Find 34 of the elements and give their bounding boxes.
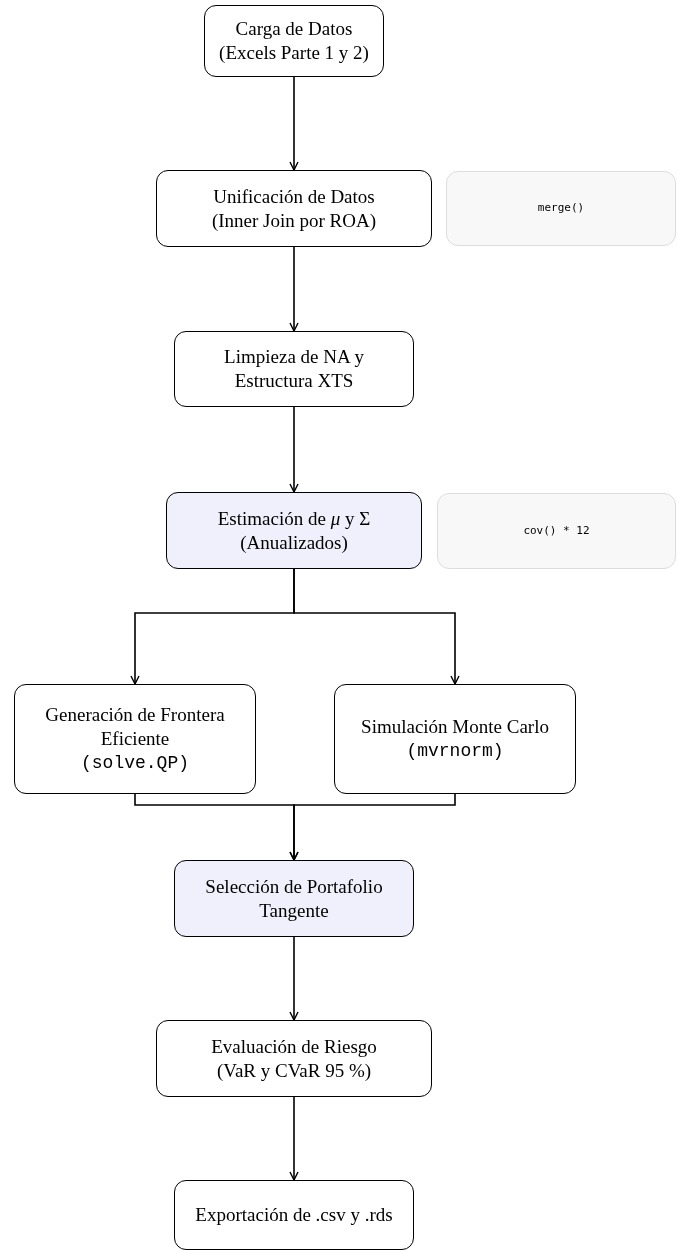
arrow bbox=[289, 246, 299, 332]
arrow bbox=[289, 936, 299, 1021]
process-box bbox=[334, 684, 576, 794]
process-box bbox=[174, 331, 414, 407]
box-text: Carga de Datos bbox=[235, 17, 353, 41]
box-text: (VaR y CVaR 95 %) bbox=[216, 1058, 372, 1083]
box-text: (Inner Join por ROA) bbox=[211, 208, 377, 233]
box-text: cov() * 12 bbox=[523, 522, 590, 539]
arrow bbox=[293, 568, 460, 685]
box-text: Unificación de Datos bbox=[213, 184, 375, 209]
box-text: (mvrnorm) bbox=[406, 740, 504, 763]
box-text: (solve.QP) bbox=[81, 752, 189, 775]
box-text: Simulación Monte Carlo bbox=[361, 715, 549, 739]
box-text: Selección de Portafolio Tangente bbox=[204, 874, 384, 923]
process-box bbox=[156, 170, 432, 247]
process-box bbox=[204, 5, 384, 77]
arrow bbox=[289, 76, 299, 171]
process-box bbox=[14, 684, 256, 794]
code-note-box bbox=[437, 493, 676, 569]
process-box bbox=[156, 1020, 432, 1097]
box-text: Limpieza de NA y Estructura XTS bbox=[223, 345, 365, 393]
box-text: Evaluación de Riesgo bbox=[211, 1034, 377, 1059]
arrow bbox=[289, 793, 456, 861]
code-note-box bbox=[446, 171, 676, 246]
arrow bbox=[289, 1096, 299, 1181]
box-text: Estimación de μ y Σ (Anualizados) bbox=[216, 506, 372, 555]
process-box bbox=[166, 492, 422, 569]
box-text: Generación de Frontera Eficiente bbox=[44, 703, 226, 751]
box-text: merge() bbox=[537, 200, 585, 217]
box-text: (Excels Parte 1 y 2) bbox=[219, 41, 369, 65]
arrow bbox=[289, 406, 299, 493]
box-text: Exportación de .csv y .rds bbox=[195, 1203, 393, 1227]
process-box bbox=[174, 1180, 414, 1250]
process-box bbox=[174, 860, 414, 937]
